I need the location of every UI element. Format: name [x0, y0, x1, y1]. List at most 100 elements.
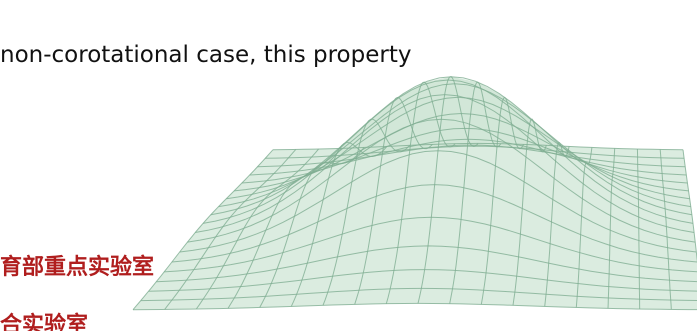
- mesh-facet: [288, 199, 324, 235]
- mesh-facet: [516, 256, 549, 280]
- mesh-facet: [666, 226, 696, 243]
- mesh-facet: [164, 299, 204, 310]
- mesh-facet: [237, 215, 273, 241]
- mesh-facet: [555, 149, 585, 184]
- mesh-facet: [307, 234, 343, 264]
- mesh-facet: [244, 187, 278, 202]
- mesh-facet: [243, 202, 279, 229]
- mesh-facet: [546, 280, 579, 297]
- mesh-facet: [246, 252, 283, 274]
- mesh-facet: [670, 290, 697, 301]
- mesh-facet: [611, 180, 639, 200]
- mesh-facet: [323, 290, 359, 306]
- mesh-facet: [148, 280, 187, 292]
- mesh-facet: [552, 178, 583, 217]
- mesh-facet: [639, 277, 671, 291]
- mesh-facet: [668, 258, 697, 272]
- mesh-facet: [397, 217, 432, 248]
- mesh-facet: [547, 263, 579, 284]
- mesh-facet: [578, 269, 610, 287]
- mesh-facet: [483, 272, 517, 293]
- mesh-facet: [455, 247, 489, 273]
- mesh-facet: [584, 166, 612, 193]
- mesh-facet: [612, 171, 639, 183]
- mesh-facet: [405, 150, 438, 188]
- mesh-facet: [265, 149, 296, 159]
- mesh-facet: [409, 119, 442, 155]
- mesh-facet: [240, 269, 278, 287]
- mesh-facet: [527, 124, 557, 161]
- mesh-facet: [257, 185, 291, 208]
- mesh-line-v: [140, 287, 697, 302]
- mesh-facet: [610, 215, 639, 241]
- mesh-facet: [431, 184, 464, 220]
- mesh-facet: [670, 300, 697, 310]
- mesh-facet: [612, 174, 639, 188]
- mesh-facet: [140, 290, 180, 301]
- mesh-facet: [291, 292, 328, 307]
- mesh-facet: [372, 187, 406, 226]
- mesh-facet: [266, 171, 299, 181]
- lab-name-line-2: 合实验室: [0, 313, 89, 331]
- mesh-facet: [356, 115, 390, 157]
- mesh-facet: [281, 157, 312, 166]
- mesh-facet: [172, 288, 210, 300]
- mesh-facet: [448, 76, 479, 86]
- mesh-facet: [230, 199, 265, 218]
- mesh-facet: [637, 157, 662, 166]
- mesh-facet: [637, 176, 664, 188]
- mesh-facet: [390, 269, 425, 289]
- mesh-facet: [133, 300, 172, 310]
- mesh-facet: [187, 226, 223, 243]
- mesh-facet: [359, 270, 394, 291]
- mesh-grid-lines: [132, 76, 697, 311]
- lab-name-line-1: 育部重点实验室: [0, 255, 155, 280]
- body-text-line: non-corotational case, this property: [0, 42, 412, 68]
- mesh-facet: [367, 219, 402, 252]
- mesh-facet: [265, 198, 301, 231]
- mesh-facet: [665, 208, 693, 224]
- mesh-facet: [481, 290, 515, 306]
- mesh-facet: [418, 288, 453, 304]
- mesh-facet: [585, 163, 613, 186]
- mesh-facet: [639, 253, 669, 270]
- mesh-facet: [472, 85, 503, 116]
- mesh-facet: [638, 199, 666, 218]
- mesh-facet: [493, 165, 525, 209]
- mesh-facet: [638, 217, 667, 237]
- mesh-facet: [638, 192, 666, 209]
- mesh-facet: [196, 297, 235, 309]
- mesh-line-v: [156, 245, 697, 283]
- mesh-facet: [461, 187, 494, 226]
- mesh-facet: [384, 100, 417, 138]
- mesh-facet: [608, 286, 640, 300]
- mesh-facet: [203, 286, 241, 300]
- mesh-facet: [637, 149, 661, 158]
- mesh-facet: [272, 183, 307, 216]
- mesh-facet: [179, 277, 217, 291]
- mesh-facet: [660, 157, 686, 167]
- mesh-facet: [216, 260, 254, 278]
- mesh-facet: [608, 274, 640, 289]
- mesh-facet: [550, 221, 581, 253]
- mesh-facet: [638, 187, 665, 202]
- mesh-facet: [578, 252, 610, 274]
- mesh-facet: [463, 154, 496, 197]
- mesh-facet: [610, 202, 639, 229]
- mesh-facet: [548, 243, 580, 270]
- mesh-facet: [583, 172, 612, 203]
- mesh-facet: [665, 217, 695, 233]
- mesh-surface: [133, 76, 697, 310]
- mesh-facet: [428, 217, 461, 248]
- mesh-facet: [590, 154, 615, 163]
- mesh-facet: [351, 137, 385, 182]
- mesh-facet: [663, 194, 691, 207]
- mesh-facet: [376, 154, 410, 197]
- mesh-facet: [201, 240, 238, 259]
- mesh-facet: [588, 162, 614, 172]
- mesh-facet: [613, 155, 638, 165]
- mesh-facet: [222, 207, 258, 227]
- mesh-facet: [257, 157, 289, 167]
- mesh-facet: [361, 101, 394, 137]
- mesh-facet: [230, 230, 266, 254]
